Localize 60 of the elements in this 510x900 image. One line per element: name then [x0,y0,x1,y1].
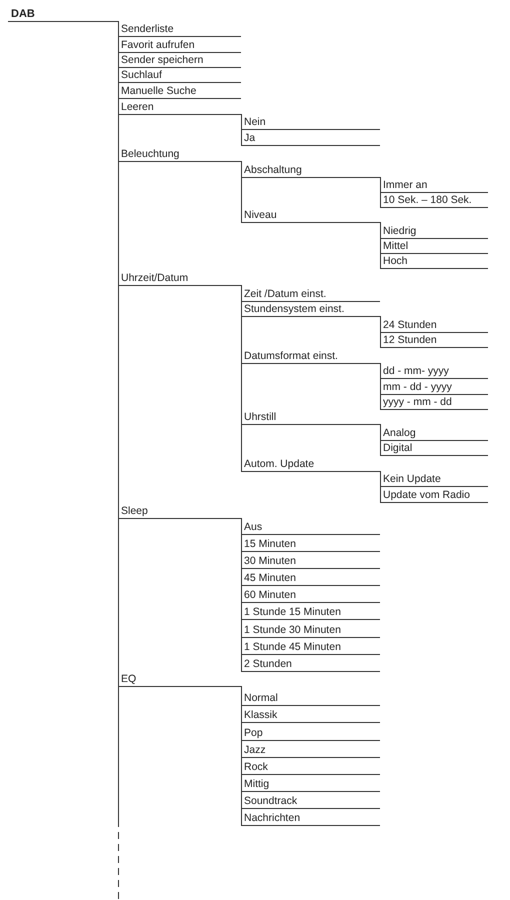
menu-item: Nachrichten [242,811,380,826]
menu-item: Manuelle Suche [119,84,241,99]
menu-item: Digital [381,441,488,456]
menu-item: Jazz [242,743,380,758]
menu-item: 60 Minuten [242,588,380,603]
menu-item: Sender speichern [119,53,241,68]
menu-item: Stundensystem einst. [242,302,380,317]
menu-item: Niedrig [381,224,488,239]
menu-item: Uhrstill [242,410,380,425]
menu-item: Pop [242,726,380,741]
menu-item: Nein [242,115,380,130]
menu-item: Normal [242,691,380,706]
tree-connector [380,222,382,269]
menu-item: Hoch [381,254,488,269]
tree-connector [380,424,382,456]
menu-item: 24 Stunden [381,318,488,333]
menu-item: 1 Stunde 15 Minuten [242,605,380,620]
menu-item: Update vom Radio [381,488,488,503]
menu-item: 15 Minuten [242,537,380,552]
menu-item: Aus [242,520,380,535]
menu-item: 12 Stunden [381,333,488,348]
menu-item: Soundtrack [242,794,380,809]
menu-item: Zeit /Datum einst. [242,287,380,302]
menu-item: EQ [119,672,241,687]
menu-item: Mittel [381,239,488,254]
menu-item: dd - mm- yyyy [381,364,488,379]
tree-connector [240,285,242,472]
tree-connector [240,161,242,223]
tree-connector [380,363,382,410]
tree-connector [380,316,382,348]
menu-item: yyyy - mm - dd [381,395,488,410]
menu-item: Beleuchtung [119,147,241,162]
menu-item: Mittig [242,777,380,792]
tree-connector [380,177,382,208]
menu-item: 2 Stunden [242,657,380,672]
menu-heading: DAB [8,7,118,22]
menu-item: Niveau [242,208,380,223]
menu-item: Kein Update [381,472,488,487]
menu-item: Autom. Update [242,457,380,472]
menu-item: Sleep [119,504,241,519]
menu-item: Analog [381,426,488,441]
menu-item: 10 Sek. – 180 Sek. [381,193,488,208]
menu-item: Rock [242,760,380,775]
menu-item: Abschaltung [242,163,380,178]
menu-item: Leeren [119,100,241,115]
menu-item: Immer an [381,178,488,193]
tree-connector [240,114,242,146]
menu-item: Senderliste [119,22,241,37]
menu-item: Favorit aufrufen [119,38,241,53]
menu-item: 1 Stunde 30 Minuten [242,623,380,638]
menu-item: Suchlauf [119,68,241,83]
menu-item: Ja [242,131,380,146]
menu-item: Klassik [242,708,380,723]
menu-item: Uhrzeit/Datum [119,271,241,286]
tree-connector [380,471,382,503]
menu-item: 45 Minuten [242,571,380,586]
menu-item: Datumsformat einst. [242,349,380,364]
menu-item: 1 Stunde 45 Minuten [242,640,380,655]
menu-item: 30 Minuten [242,554,380,569]
menu-item: mm - dd - yyyy [381,380,488,395]
